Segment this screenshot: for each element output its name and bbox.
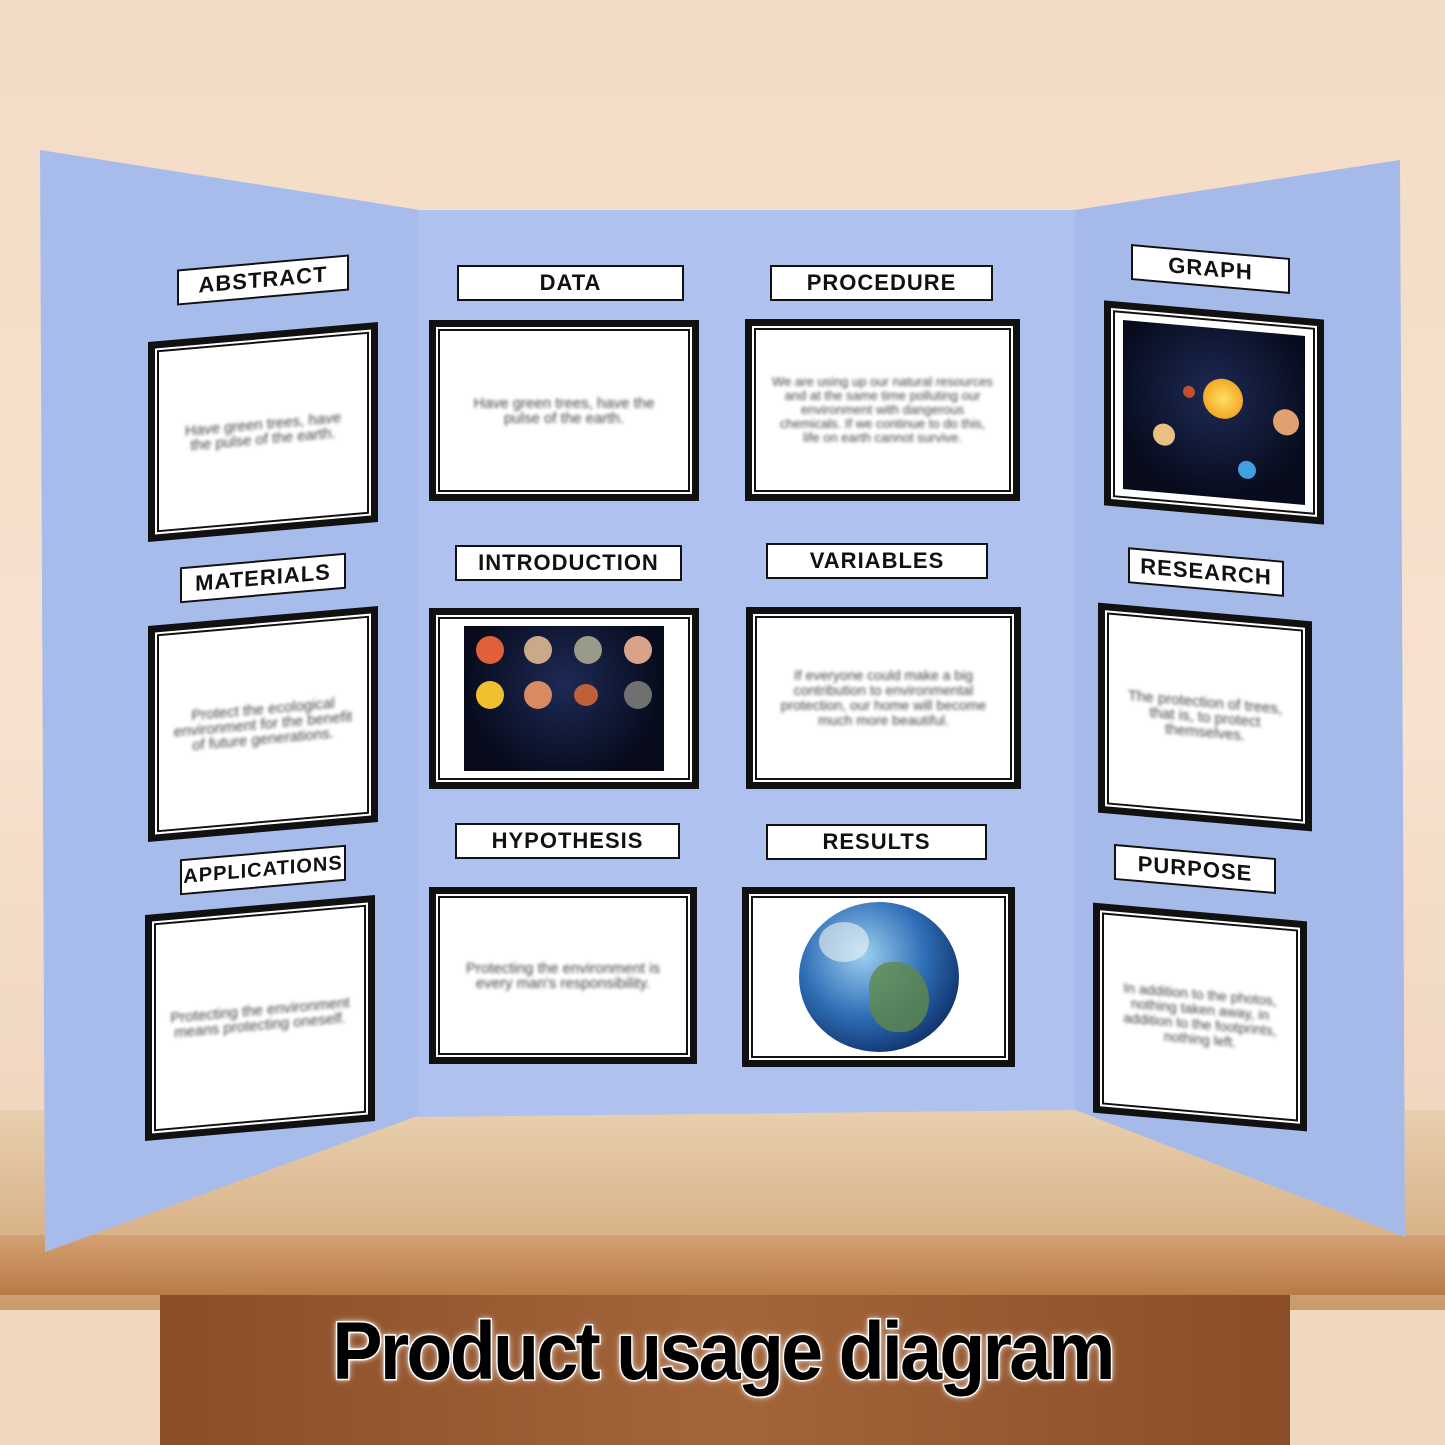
- earth-image: [798, 902, 959, 1052]
- label-introduction: INTRODUCTION: [455, 545, 682, 581]
- card-text: Protect the ecological environment for t…: [173, 694, 353, 754]
- card-graph: [1104, 300, 1324, 525]
- card-research: The protection of trees, that is, to pro…: [1098, 602, 1312, 832]
- card-text: The protection of trees, that is, to pro…: [1127, 686, 1283, 745]
- label-procedure: PROCEDURE: [770, 265, 993, 301]
- card-materials: Protect the ecological environment for t…: [148, 605, 378, 843]
- card-text: If everyone could make a big contributio…: [780, 667, 987, 728]
- card-applications: Protecting the environment means protect…: [145, 894, 375, 1142]
- caption: Product usage diagram: [331, 1305, 1117, 1399]
- card-procedure: We are using up our natural resources an…: [745, 319, 1020, 501]
- table-front: [160, 1295, 1290, 1445]
- card-purpose: In addition to the photos, nothing taken…: [1093, 902, 1307, 1132]
- card-introduction: [429, 608, 699, 789]
- card-text: Have green trees, have the pulse of the …: [473, 394, 655, 427]
- card-abstract: Have green trees, have the pulse of the …: [148, 321, 378, 543]
- card-text: We are using up our natural resources an…: [772, 374, 993, 445]
- planets-chart-image: [464, 626, 664, 771]
- label-data: DATA: [457, 265, 684, 301]
- label-variables: VARIABLES: [766, 543, 988, 579]
- card-text: In addition to the photos, nothing taken…: [1123, 979, 1277, 1051]
- card-text: Protecting the environment is every man'…: [465, 959, 661, 992]
- label-hypothesis: HYPOTHESIS: [455, 823, 680, 859]
- solar-system-image: [1122, 320, 1306, 505]
- card-hypothesis: Protecting the environment is every man'…: [429, 887, 697, 1064]
- card-variables: If everyone could make a big contributio…: [746, 607, 1021, 789]
- table-edge: [0, 1235, 1445, 1295]
- card-text: Have green trees, have the pulse of the …: [185, 409, 341, 455]
- card-text: Protecting the environment means protect…: [170, 994, 350, 1042]
- card-data: Have green trees, have the pulse of the …: [429, 320, 699, 501]
- card-results: [742, 887, 1015, 1067]
- label-results: RESULTS: [766, 824, 987, 860]
